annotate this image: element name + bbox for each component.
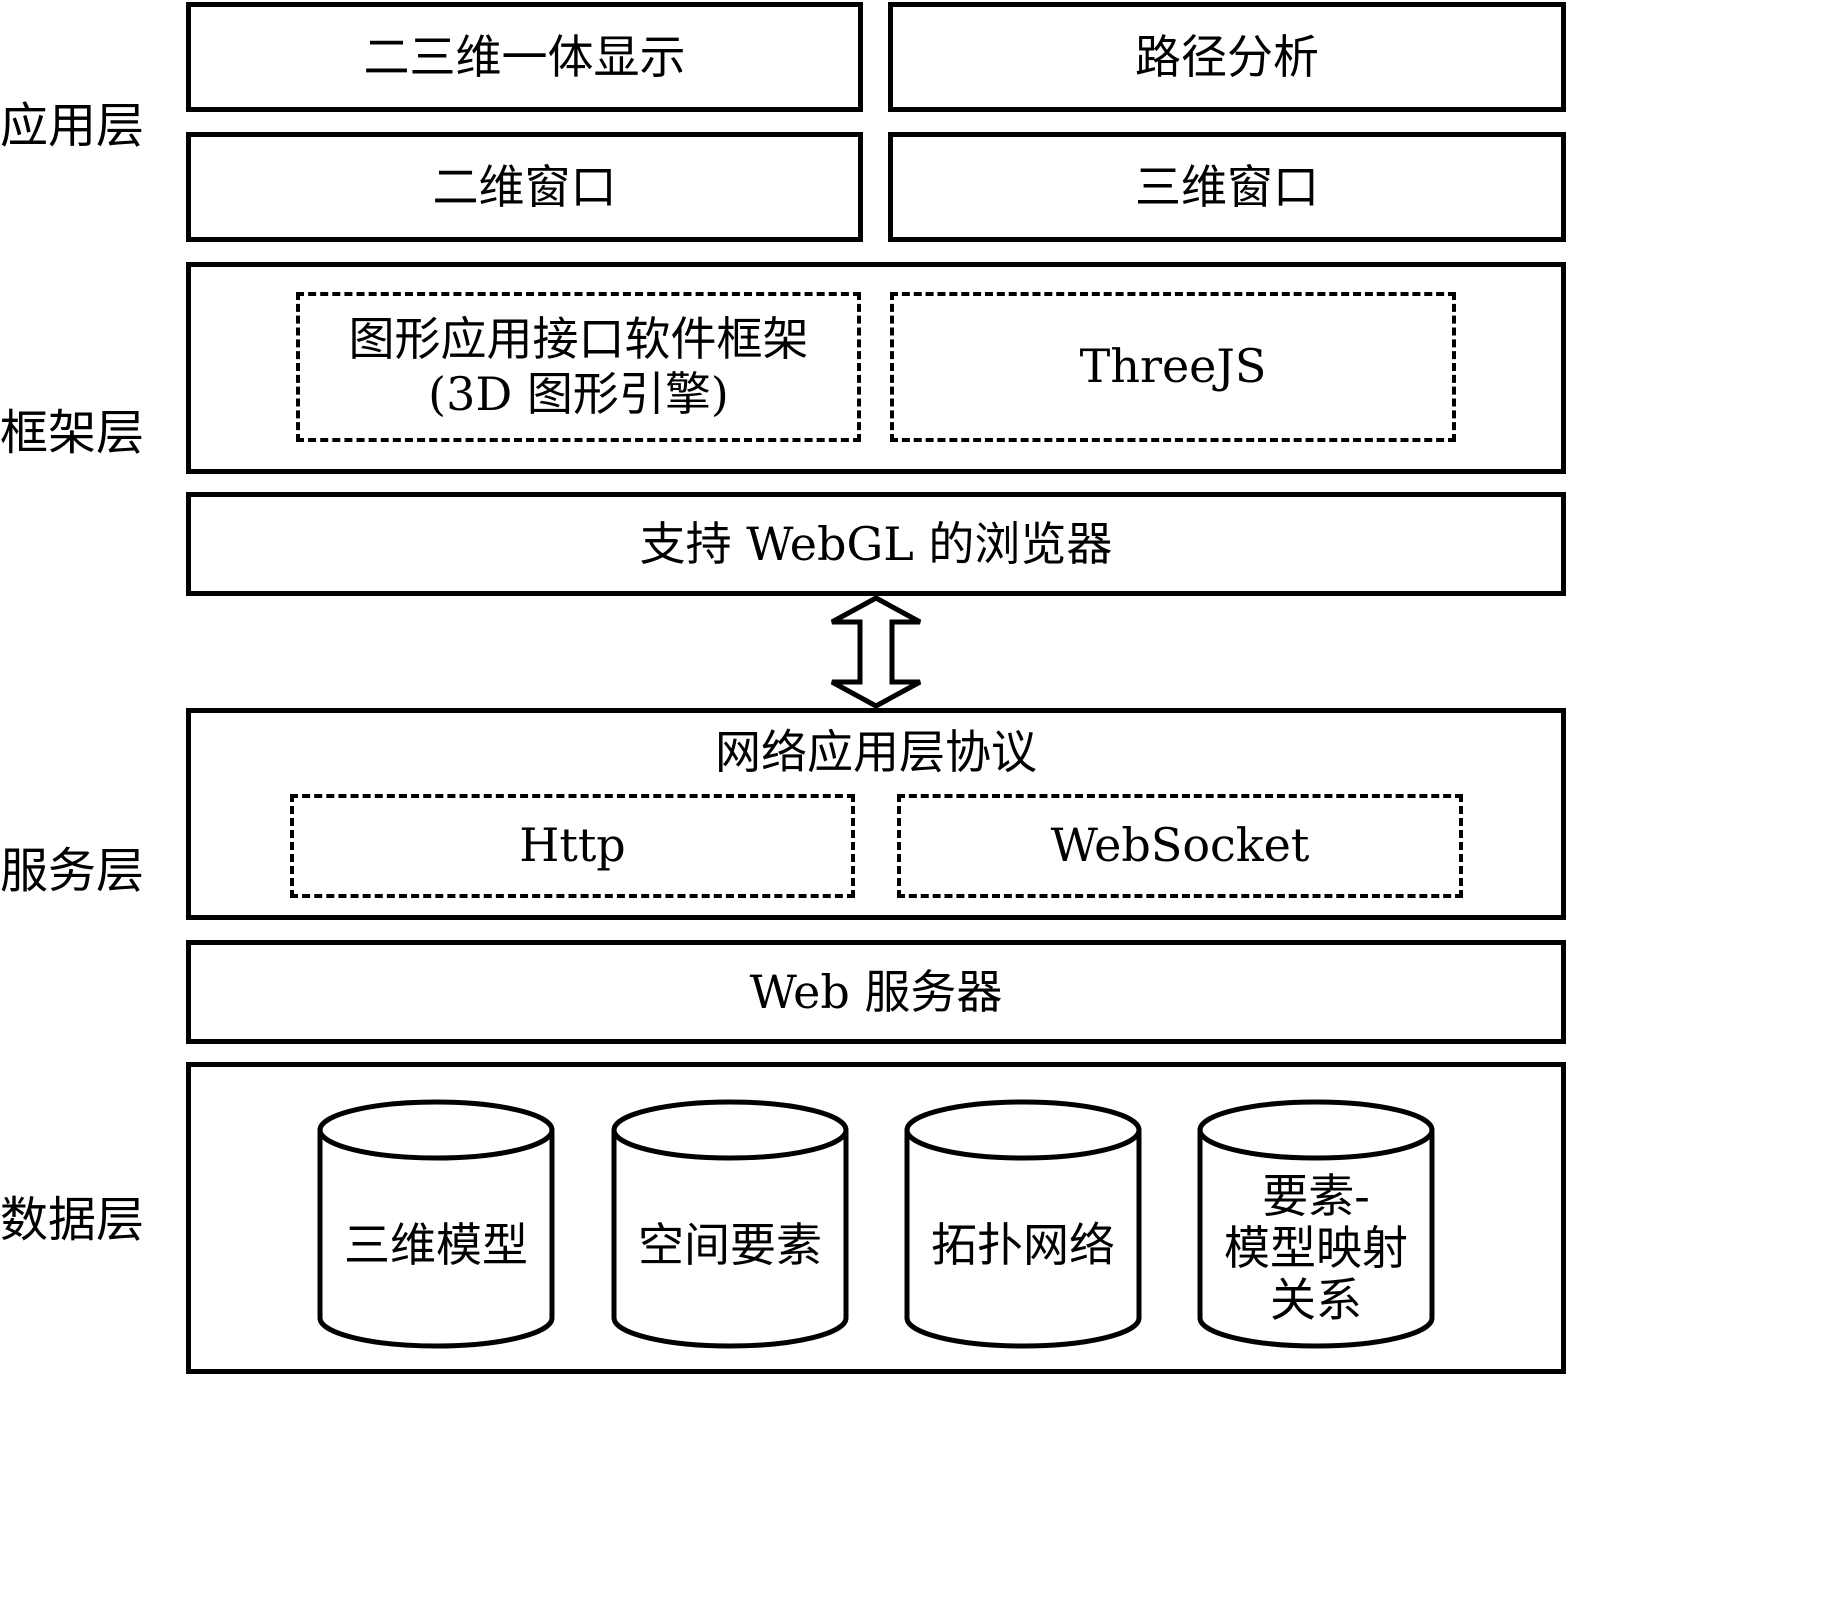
db-topology-network-label: 拓扑网络 xyxy=(931,1218,1115,1272)
db-mapping-line1: 要素- xyxy=(1262,1169,1370,1223)
window-3d-box: 三维窗口 xyxy=(888,132,1566,242)
db-spatial-features-label: 空间要素 xyxy=(638,1218,822,1272)
db-3d-models-label: 三维模型 xyxy=(344,1218,528,1272)
route-analysis-box: 路径分析 xyxy=(888,2,1566,112)
data-layer-label: 数据层 xyxy=(0,1192,145,1248)
window-2d-text: 二维窗口 xyxy=(432,159,617,214)
webgl-browser-text: 支持 WebGL 的浏览器 xyxy=(639,516,1113,571)
graphics-api-line2: (3D 图形引擎) xyxy=(428,367,729,421)
window-3d-text: 三维窗口 xyxy=(1135,159,1319,214)
db-3d-models-label-wrap: 三维模型 xyxy=(320,1165,552,1325)
protocol-container xyxy=(186,708,1566,920)
db-topology-network-label-wrap: 拓扑网络 xyxy=(907,1165,1139,1325)
http-box: Http xyxy=(290,794,855,898)
db-spatial-features-label-wrap: 空间要素 xyxy=(614,1165,846,1325)
webgl-browser-box: 支持 WebGL 的浏览器 xyxy=(186,492,1566,596)
service-layer-label: 服务层 xyxy=(0,843,145,899)
db-mapping-line3: 关系 xyxy=(1270,1273,1362,1327)
protocol-title-wrap: 网络应用层协议 xyxy=(186,722,1566,782)
db-mapping-line2: 模型映射 xyxy=(1224,1221,1408,1275)
graphics-api-line1: 图形应用接口软件框架 xyxy=(348,311,809,366)
bidirectional-arrow-icon xyxy=(830,595,922,709)
window-2d-box: 二维窗口 xyxy=(186,132,863,242)
http-text: Http xyxy=(519,818,626,873)
integrated-display-box: 二三维一体显示 xyxy=(186,2,863,112)
websocket-box: WebSocket xyxy=(897,794,1463,898)
threejs-box: ThreeJS xyxy=(890,292,1456,442)
protocol-title: 网络应用层协议 xyxy=(715,724,1037,779)
web-server-text: Web 服务器 xyxy=(749,964,1003,1019)
integrated-display-text: 二三维一体显示 xyxy=(363,29,686,84)
web-server-box: Web 服务器 xyxy=(186,940,1566,1044)
application-layer-label: 应用层 xyxy=(0,98,145,154)
websocket-text: WebSocket xyxy=(1050,818,1310,873)
graphics-api-framework-box: 图形应用接口软件框架 (3D 图形引擎) xyxy=(296,292,861,442)
threejs-text: ThreeJS xyxy=(1079,339,1267,394)
framework-layer-label: 框架层 xyxy=(0,405,145,461)
route-analysis-text: 路径分析 xyxy=(1135,29,1319,84)
db-feature-model-mapping-label-wrap: 要素- 模型映射 关系 xyxy=(1200,1168,1432,1328)
